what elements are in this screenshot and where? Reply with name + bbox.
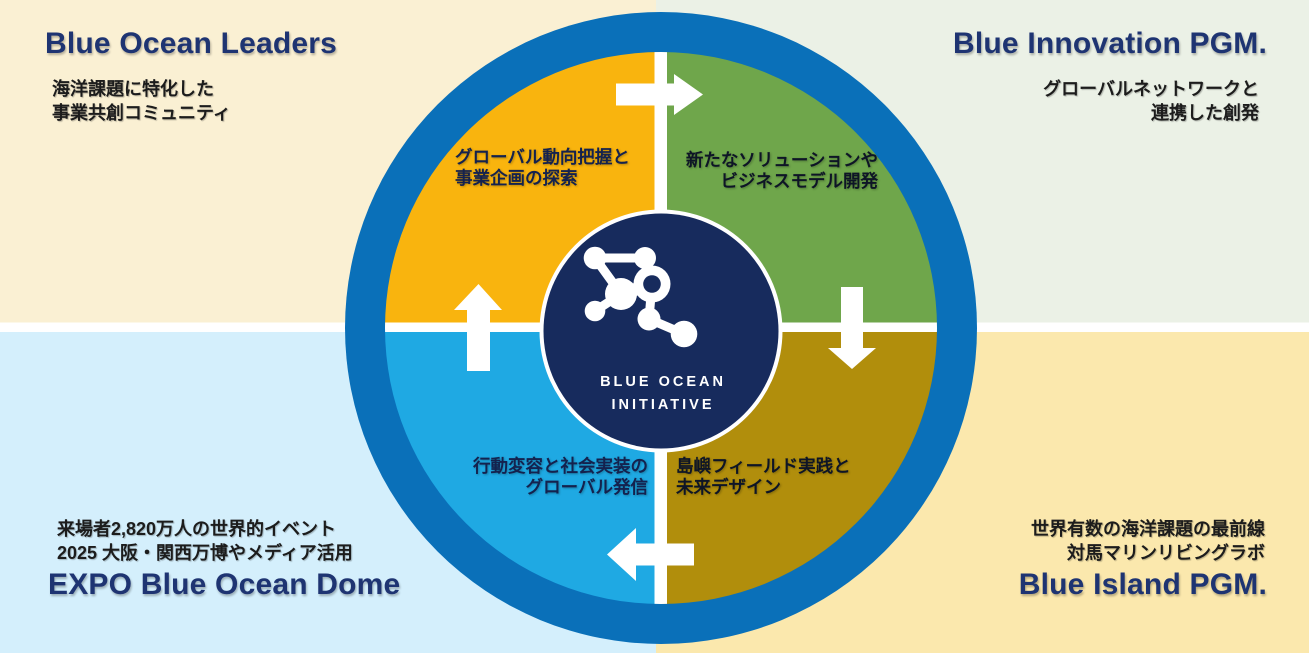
arrow-left-icon [607,528,694,581]
arrow-up-icon [454,284,502,371]
subtitle-expo-blue-ocean-dome: 来場者2,820万人の世界的イベント 2025 大阪・関西万博やメディア活用 [57,519,353,563]
title-expo-blue-ocean-dome: EXPO Blue Ocean Dome [48,567,401,601]
title-blue-island-pgm: Blue Island PGM. [1018,567,1267,601]
section-blue-island-pgm: 世界有数の海洋課題の最前線 対馬マリンリビングラボ Blue Island PG… [1019,518,1267,602]
initiative-logo-icon [583,246,698,348]
center-circle [543,213,779,449]
center-title-line1: BLUE OCEAN [600,374,726,390]
title-blue-ocean-leaders: Blue Ocean Leaders [45,27,338,60]
subtitle-blue-innovation-pgm: グローバルネットワークと 連携した創発 [1043,79,1259,123]
section-blue-ocean-leaders: Blue Ocean Leaders 海洋課題に特化した 事業共創コミュニティ [45,27,337,126]
arrow-down-icon [828,287,876,369]
quadrant-label-bottom-left: 行動変容と社会実装の グローバル発信 [473,456,648,497]
logo-donut-hole [643,275,661,293]
subtitle-blue-ocean-leaders: 海洋課題に特化した 事業共創コミュニティ [52,79,231,123]
section-expo-blue-ocean-dome: 来場者2,820万人の世界的イベント 2025 大阪・関西万博やメディア活用 E… [48,518,400,602]
quadrant-label-top-right: 新たなソリューションや ビジネスモデル開発 [685,150,878,191]
subtitle-blue-island-pgm: 世界有数の海洋課題の最前線 対馬マリンリビングラボ [1031,519,1265,563]
quadrant-label-top-left: グローバル動向把握と 事業企画の探索 [455,147,630,188]
quadrant-label-bottom-right: 島嶼フィールド実践と 未来デザイン [676,456,851,497]
center-title-line2: INITIATIVE [611,397,714,413]
section-blue-innovation-pgm: Blue Innovation PGM. グローバルネットワークと 連携した創発 [953,27,1267,126]
arrow-right-icon [616,74,703,115]
title-blue-innovation-pgm: Blue Innovation PGM. [952,27,1267,60]
